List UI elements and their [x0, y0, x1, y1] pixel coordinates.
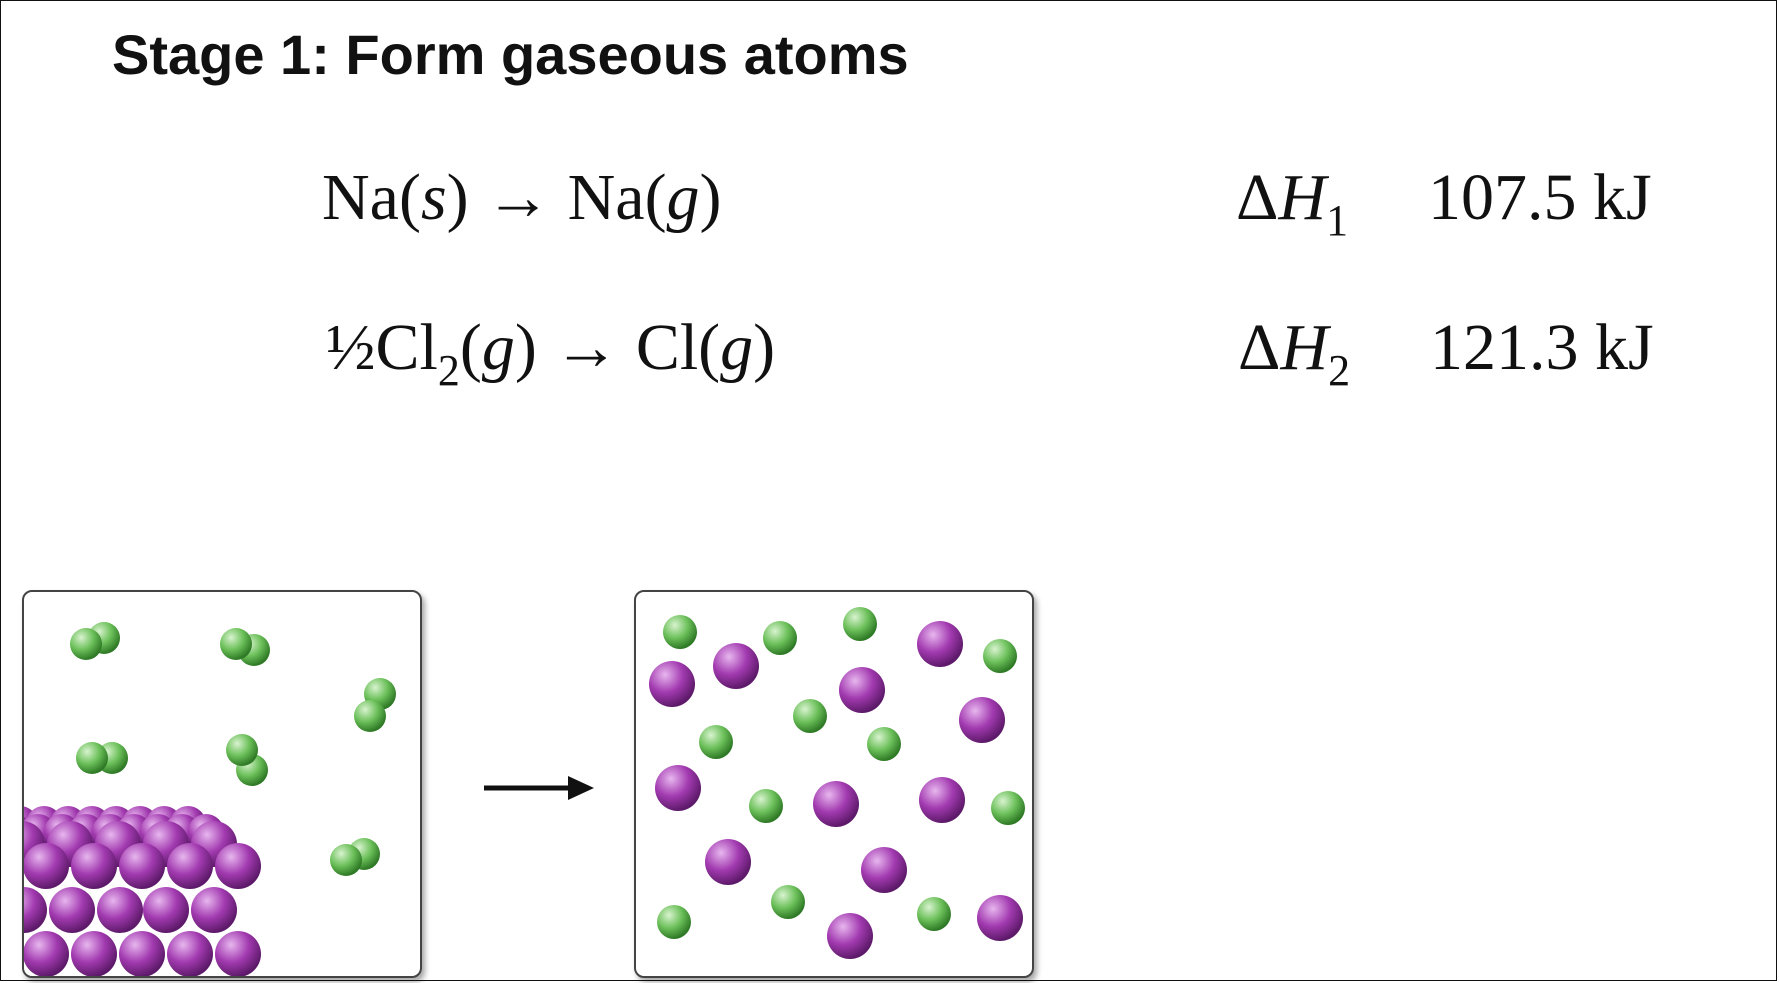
sodium-atom — [24, 843, 69, 889]
sodium-atom — [167, 931, 213, 976]
reaction-1-equation: Na(s) → Na(g) — [322, 160, 722, 236]
sodium-atom — [917, 621, 963, 667]
reaction-2-coefficient: ½ — [326, 311, 376, 384]
reactants-illustration — [22, 590, 422, 978]
reaction-2-enthalpy-value: 121.3 kJ — [1430, 311, 1654, 384]
reaction-2-product-state: g — [720, 311, 754, 384]
chlorine-atom — [843, 607, 877, 641]
reactants-svg — [24, 622, 396, 976]
reaction-2-product-close: ) — [753, 311, 776, 384]
reaction-2-equation: ½Cl2(g) → Cl(g) — [326, 310, 776, 393]
sodium-atom — [959, 697, 1005, 743]
enthalpy-subscript: 2 — [1328, 346, 1351, 395]
reaction-1-product-state: g — [666, 161, 700, 234]
sodium-atom — [919, 777, 965, 823]
reaction-2-reactant-close: ) — [514, 311, 537, 384]
right-arrow-icon — [484, 776, 594, 800]
delta-symbol: Δ — [1236, 161, 1279, 234]
reaction-1-product-close: ) — [699, 161, 722, 234]
sodium-atom — [977, 895, 1023, 941]
reaction-2-reactant-open: ( — [459, 311, 482, 384]
sodium-atom — [813, 781, 859, 827]
sodium-atom — [215, 843, 261, 889]
products-svg — [649, 607, 1025, 959]
chlorine-atom — [983, 639, 1017, 673]
chlorine-atom — [699, 725, 733, 759]
sodium-atom — [71, 931, 117, 976]
sodium-atom — [143, 887, 189, 933]
reaction-1-product: Na( — [567, 161, 667, 234]
sodium-atom — [119, 843, 165, 889]
reaction-2-reactant-subscript: 2 — [437, 346, 460, 395]
chlorine-atom — [991, 791, 1025, 825]
enthalpy-h: H — [1278, 161, 1327, 234]
reaction-2-reactant-state: g — [481, 311, 515, 384]
chlorine-atom — [70, 628, 102, 660]
sodium-atom — [705, 839, 751, 885]
reaction-1-arrow: → — [485, 161, 552, 234]
chlorine-atom — [749, 789, 783, 823]
reaction-2-reactant: Cl — [375, 311, 438, 384]
chlorine-atom — [763, 621, 797, 655]
chlorine-atom — [867, 727, 901, 761]
sodium-atom — [97, 887, 143, 933]
sodium-atom — [713, 643, 759, 689]
chlorine-atom — [220, 628, 252, 660]
delta-symbol: Δ — [1238, 311, 1281, 384]
chlorine-atom — [793, 699, 827, 733]
sodium-atom — [119, 931, 165, 976]
reaction-2-enthalpy-symbol: ΔH2 — [1238, 310, 1350, 393]
chlorine-atom — [663, 615, 697, 649]
enthalpy-h: H — [1280, 311, 1329, 384]
chlorine-atom — [771, 885, 805, 919]
enthalpy-subscript: 1 — [1326, 196, 1349, 245]
chlorine-atom — [917, 897, 951, 931]
sodium-atom — [861, 847, 907, 893]
chlorine-atom — [76, 742, 108, 774]
sodium-atom — [167, 843, 213, 889]
sodium-atom — [24, 887, 47, 933]
sodium-atom — [71, 843, 117, 889]
reaction-1-reactant-state: s — [420, 161, 447, 234]
chlorine-atom — [226, 734, 258, 766]
sodium-atom — [655, 765, 701, 811]
slide-title: Stage 1: Form gaseous atoms — [112, 23, 909, 86]
sodium-atom — [191, 887, 237, 933]
sodium-atom — [24, 931, 69, 976]
reaction-2-arrow: → — [553, 311, 620, 384]
reaction-1-reactant: Na( — [322, 161, 421, 234]
reaction-1-reactant-close: ) — [446, 161, 469, 234]
reaction-2-product: Cl( — [635, 311, 721, 384]
chlorine-atom — [330, 844, 362, 876]
chlorine-atom — [354, 700, 386, 732]
sodium-atom — [839, 667, 885, 713]
sodium-atom — [215, 931, 261, 976]
products-illustration — [634, 590, 1034, 978]
sodium-atom — [827, 913, 873, 959]
reaction-1-enthalpy-symbol: ΔH1 — [1236, 160, 1348, 243]
sodium-atom — [649, 661, 695, 707]
sodium-atom — [49, 887, 95, 933]
chlorine-atom — [657, 905, 691, 939]
reaction-1-enthalpy-value: 107.5 kJ — [1428, 161, 1652, 234]
